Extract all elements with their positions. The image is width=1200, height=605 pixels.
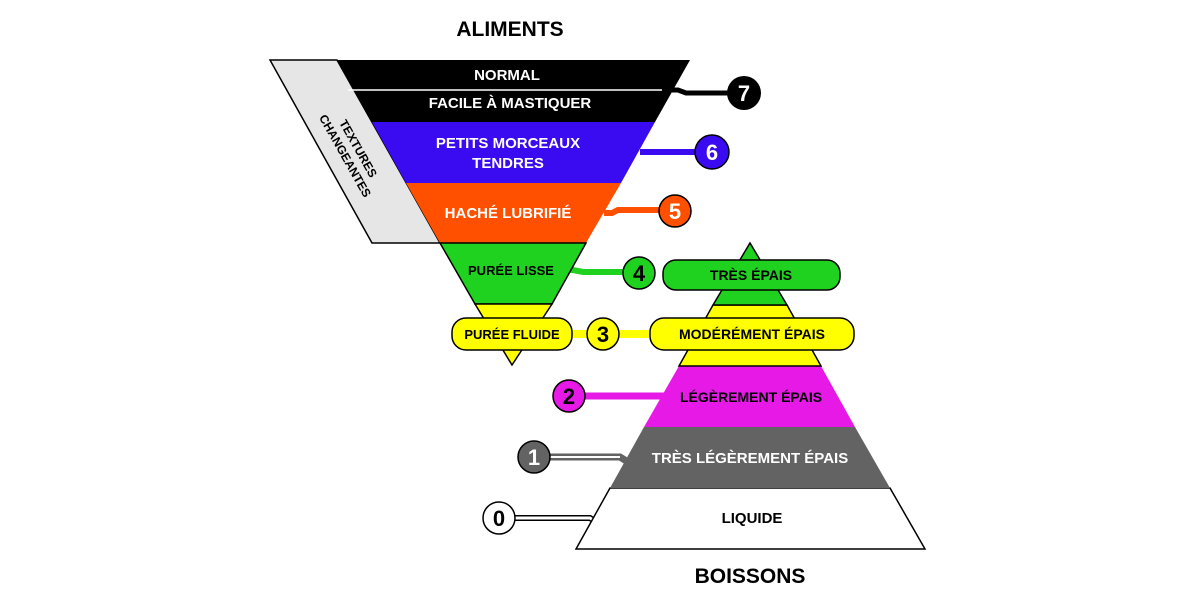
level-4-number: 4	[633, 261, 646, 286]
food-pureed-label: PURÉE LISSE	[468, 263, 554, 278]
level-6-badge	[694, 134, 730, 170]
level-3-badge	[586, 317, 620, 351]
level-7-badge	[727, 76, 761, 110]
level-2-badge	[552, 379, 586, 413]
connector-7	[663, 87, 733, 96]
food-liquidised-label: PURÉE FLUIDE	[464, 327, 560, 342]
drink-level-1-band	[610, 427, 890, 488]
level-0-badge	[482, 501, 516, 535]
level-0-number: 0	[493, 506, 505, 531]
drink-moderately-thick-pill	[649, 317, 855, 351]
food-normal-label: NORMAL	[474, 67, 540, 84]
drink-extremely-thick-pill	[662, 259, 841, 291]
food-level-7-band	[337, 60, 690, 122]
level-5-number: 5	[669, 199, 681, 224]
drink-extremely-thick-label: TRÈS ÉPAIS	[710, 267, 792, 283]
level-1-number: 1	[528, 445, 540, 470]
level-7-number: 7	[738, 81, 750, 106]
level-5-badge	[658, 194, 692, 228]
level-4-badge	[622, 256, 656, 290]
food-soft-bite-label-line1: PETITS MORCEAUX	[436, 135, 580, 152]
drink-thin-label: LIQUIDE	[722, 510, 783, 527]
food-minced-label: HACHÉ LUBRIFIÉ	[445, 205, 572, 222]
level-1-badge	[517, 440, 551, 474]
level-6-number: 6	[706, 140, 718, 165]
food-easy-chew-label: FACILE À MASTIQUER	[429, 95, 592, 112]
drink-mildly-thick-label: LÉGÈREMENT ÉPAIS	[680, 389, 822, 405]
aliments-title: ALIMENTS	[456, 18, 563, 41]
food-level-6-band	[372, 122, 655, 183]
drink-moderately-thick-label: MODÉRÉMENT ÉPAIS	[679, 326, 825, 342]
drink-slightly-thick-label: TRÈS LÉGÈREMENT ÉPAIS	[652, 450, 848, 467]
food-liquidised-pill	[451, 317, 573, 351]
drink-level-2-band	[644, 366, 855, 427]
food-soft-bite-label-line2: TENDRES	[472, 155, 544, 172]
level-3-number: 3	[597, 322, 609, 347]
food-level-5-band	[406, 183, 621, 243]
connector-5	[604, 207, 665, 216]
level-2-number: 2	[563, 384, 575, 409]
boissons-title: BOISSONS	[695, 565, 806, 588]
